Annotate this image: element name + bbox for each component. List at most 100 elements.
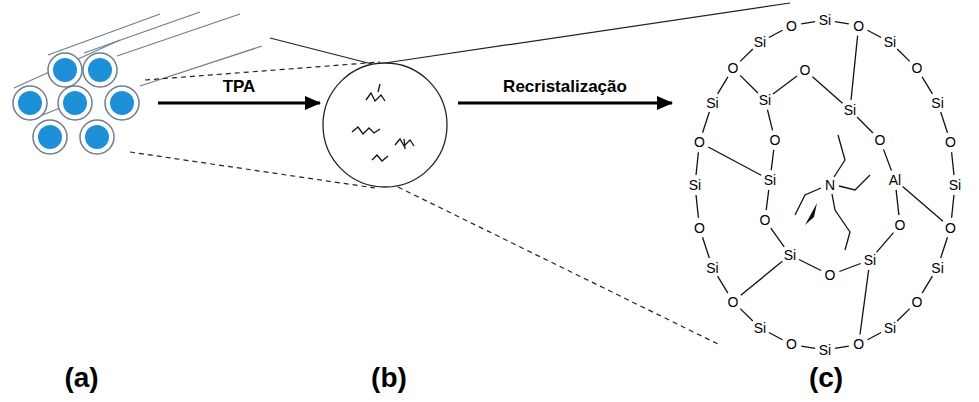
zoom-lines (398, 187, 720, 345)
atom-bond (767, 110, 772, 131)
tpa-molecules (378, 84, 380, 92)
atom-label: Si (949, 178, 961, 192)
atom-label: N (825, 178, 835, 192)
atom-label: O (875, 133, 886, 147)
atom-bond (696, 152, 698, 175)
arrow-label: TPA (221, 78, 258, 97)
process-arrow (158, 102, 320, 105)
pore-bundle (14, 40, 120, 88)
propyl-chains (832, 194, 850, 250)
pore-circles (18, 91, 42, 115)
channel-circle (323, 63, 447, 187)
atom-bond (952, 152, 954, 175)
atom-bond (922, 276, 932, 293)
atom-bond (771, 228, 784, 247)
atom-label: Si (884, 321, 896, 335)
atom-bond (769, 333, 783, 340)
atom-label: Si (759, 93, 771, 107)
tpa-molecules (352, 84, 414, 161)
atom-label: Si (884, 35, 896, 49)
channel-circle (323, 63, 447, 187)
pore-circles (48, 53, 82, 87)
atom-bond (741, 261, 782, 295)
atom-label: O (694, 135, 705, 149)
propyl-chains (795, 135, 870, 250)
pore-circles (58, 86, 92, 120)
atom-label: O (911, 295, 922, 309)
atom-label: O (911, 61, 922, 75)
atom-bond (766, 190, 769, 210)
pore-circles (38, 125, 62, 149)
atom-label: Si (764, 173, 776, 187)
atom-bond (884, 149, 892, 170)
atom-bond (703, 112, 710, 133)
atom-bond (839, 264, 860, 272)
atom-bond (708, 147, 761, 175)
zoom-lines (385, 3, 790, 63)
pore-circles (105, 86, 139, 120)
atom-bond (812, 77, 842, 104)
atom-label: O (825, 268, 836, 282)
atom-label: O (895, 218, 906, 232)
atom-label: Si (689, 178, 701, 192)
atom-label: O (728, 295, 739, 309)
process-arrow (458, 102, 672, 105)
atom-bond (903, 187, 943, 222)
atom-bond (740, 309, 753, 321)
atom-bond (952, 195, 954, 218)
atom-bond (773, 76, 797, 94)
panel-region: (b) (320, 45, 458, 395)
atom-bond (771, 150, 774, 170)
tpa-molecules (372, 155, 388, 161)
atom-label: O (945, 135, 956, 149)
atom-bond (867, 30, 881, 37)
atom-bond (857, 117, 873, 133)
atom-bond (696, 195, 698, 218)
atom-bond (851, 36, 858, 100)
atom-bond (799, 259, 821, 270)
atom-bond (769, 30, 783, 37)
panel-label: (c) (672, 361, 979, 395)
propyl-chains (834, 135, 845, 177)
atom-bond (703, 237, 710, 258)
atom-label: Si (754, 35, 766, 49)
atom-label: Si (931, 261, 943, 275)
atom-bond (740, 75, 758, 93)
zoom-lines (130, 3, 790, 345)
propyl-chains (795, 188, 821, 215)
pore-circles (85, 125, 109, 149)
pore-circles (53, 58, 77, 82)
atom-label: Si (864, 253, 876, 267)
atom-label: O (786, 337, 797, 351)
atom-bond (801, 346, 815, 348)
pore-circles (88, 58, 112, 82)
atom-label: Si (706, 96, 718, 110)
atom-label: O (694, 221, 705, 235)
atom-label: Si (819, 13, 831, 27)
panel-region: (a) (5, 45, 158, 395)
atom-label: Si (931, 96, 943, 110)
atom-label: O (800, 63, 811, 77)
pore-bundle (48, 14, 160, 55)
atom-bond (897, 49, 910, 61)
arrow-label: Recristalização (501, 78, 629, 97)
atom-bond (896, 190, 899, 215)
tpa-molecules (352, 127, 380, 134)
atom-label: O (945, 221, 956, 235)
tpa-molecules (404, 139, 405, 149)
atom-label: O (853, 337, 864, 351)
atom-bond (941, 112, 948, 133)
pore-circles (63, 91, 87, 115)
atom-bond (867, 333, 881, 340)
atom-bond (860, 270, 869, 335)
atom-bond (941, 237, 948, 258)
atom-label: O (760, 213, 771, 227)
atom-label: O (770, 133, 781, 147)
atom-label: Si (784, 248, 796, 262)
pointer-arrows (805, 203, 817, 225)
atom-bond (897, 309, 910, 321)
atom-bond (740, 49, 753, 61)
atom-label: O (728, 61, 739, 75)
